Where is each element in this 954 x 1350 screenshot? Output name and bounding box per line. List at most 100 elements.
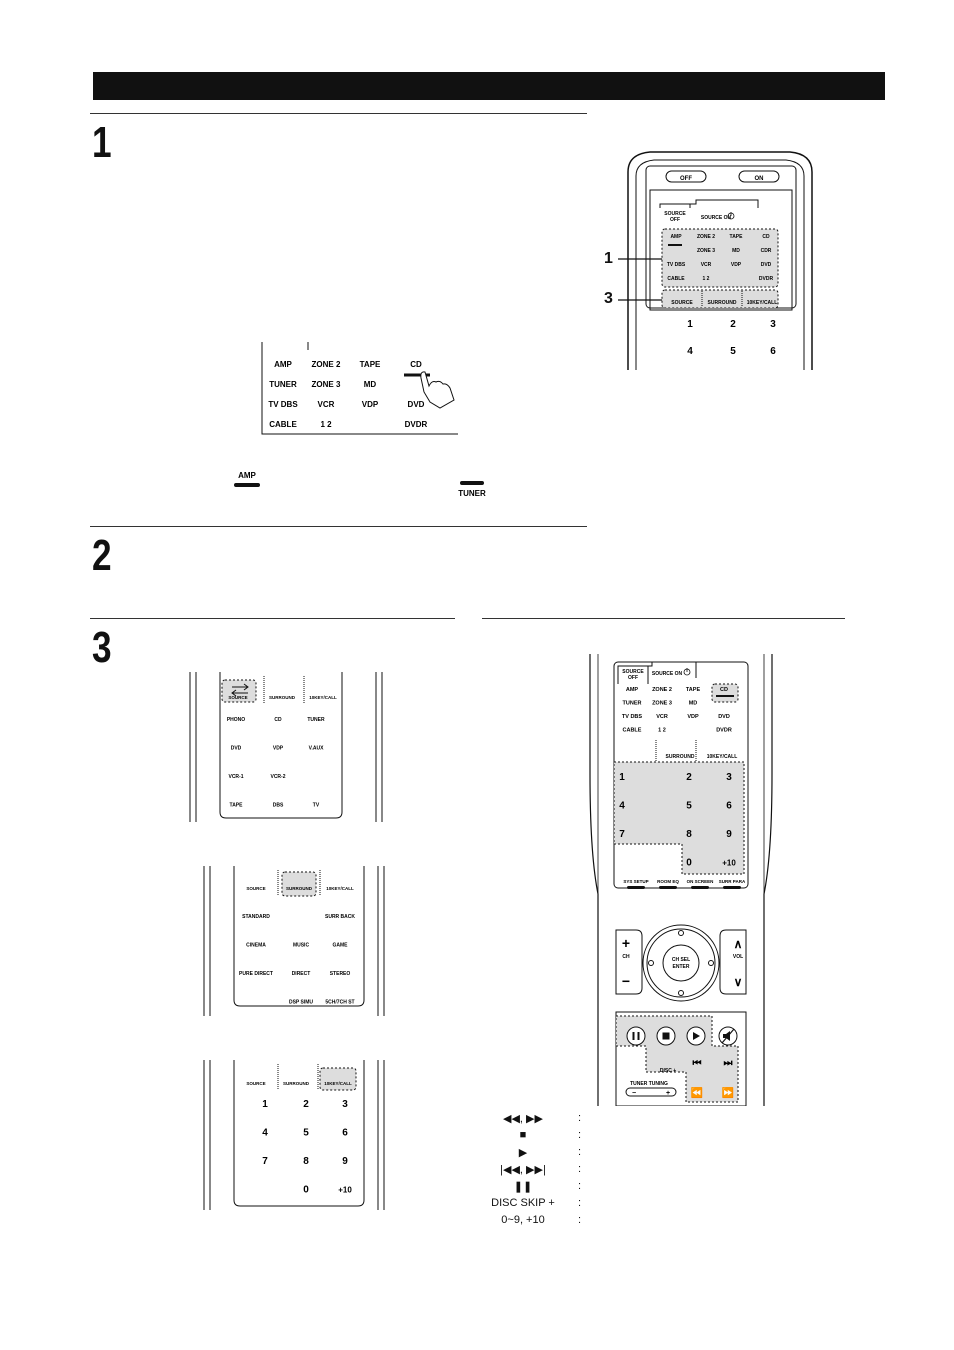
zoom-grid-key-2-0[interactable]: TV DBS: [268, 400, 298, 409]
main-grid-key-3-3[interactable]: DVDR: [759, 276, 774, 282]
cd-num-1-1[interactable]: 5: [686, 801, 692, 812]
zoom-grid-key-3-3[interactable]: DVDR: [405, 420, 428, 429]
source-key-1-0[interactable]: DVD: [231, 746, 242, 752]
up-arrow-icon[interactable]: [678, 930, 684, 936]
ch-minus-icon[interactable]: −: [622, 973, 630, 989]
source-key-3-1[interactable]: DBS: [273, 803, 284, 809]
source-key-2-0[interactable]: VCR-1: [228, 774, 243, 780]
zoom-grid-key-1-2[interactable]: MD: [364, 380, 377, 389]
stop-button[interactable]: [656, 1026, 676, 1046]
tenkey-key-1-1[interactable]: 5: [303, 1128, 309, 1139]
cd-grid-key-0-1[interactable]: ZONE 2: [652, 687, 672, 693]
vol-up-icon[interactable]: ∧: [734, 937, 743, 951]
main-grid-key-0-0[interactable]: AMP: [670, 234, 682, 240]
cd-num-2-1[interactable]: 8: [686, 829, 692, 840]
cd-num-2-2[interactable]: 9: [726, 829, 732, 840]
cd-tab-source-off[interactable]: SOURCE: [622, 669, 644, 675]
tenkey-key-0-0[interactable]: 1: [262, 1099, 268, 1110]
cd-grid-key-0-3[interactable]: CD: [720, 687, 728, 693]
left-arrow-icon[interactable]: [648, 960, 654, 966]
fast-forward-icon[interactable]: ⏩: [722, 1086, 734, 1099]
ch-plus-icon[interactable]: +: [622, 935, 630, 951]
main-grid-key-0-1[interactable]: ZONE 2: [697, 234, 715, 240]
cd-num-0-1[interactable]: 2: [686, 772, 692, 783]
cd-num-3-1[interactable]: 0: [686, 858, 692, 869]
surround-key-0-2[interactable]: SURR BACK: [325, 914, 355, 920]
cd-softkey-surround[interactable]: SURROUND: [666, 754, 695, 760]
source-top-surround[interactable]: SURROUND: [269, 695, 296, 700]
on-button[interactable]: [738, 170, 780, 183]
tenkey-key-2-2[interactable]: 9: [342, 1156, 348, 1167]
cd-num-1-2[interactable]: 6: [726, 801, 732, 812]
function-key-button-1[interactable]: [659, 886, 677, 889]
cd-num-1-0[interactable]: 4: [619, 801, 625, 812]
zoom-grid-key-3-0[interactable]: CABLE: [269, 420, 297, 429]
main-grid-key-0-3[interactable]: CD: [762, 234, 770, 240]
softkey-surround[interactable]: SURROUND: [708, 300, 737, 306]
main-grid-key-2-1[interactable]: VCR: [701, 262, 712, 268]
tenkey-key-1-0[interactable]: 4: [262, 1128, 268, 1139]
tenkey-top-10key[interactable]: 10KEY/CALL: [324, 1081, 352, 1086]
main-grid-key-2-0[interactable]: TV DBS: [667, 262, 686, 268]
right-arrow-icon[interactable]: [708, 960, 714, 966]
surround-top-surround[interactable]: SURROUND: [286, 886, 313, 891]
tab-source-off[interactable]: SOURCE: [664, 211, 686, 217]
cd-grid-key-3-3[interactable]: DVDR: [716, 728, 732, 734]
source-key-0-2[interactable]: TUNER: [307, 717, 325, 723]
direction-ring[interactable]: [642, 924, 720, 1002]
softkey-10key[interactable]: 10KEY/CALL: [747, 300, 778, 306]
cd-grid-key-1-2[interactable]: MD: [689, 701, 698, 707]
source-key-0-1[interactable]: CD: [274, 717, 282, 723]
tenkey-key-3-2[interactable]: +10: [338, 1186, 352, 1195]
cd-grid-key-2-2[interactable]: VDP: [687, 714, 699, 720]
main-num-2[interactable]: 2: [730, 319, 736, 330]
surround-key-1-0[interactable]: CINEMA: [246, 943, 266, 949]
function-key-button-3[interactable]: [723, 886, 741, 889]
zoom-grid-key-2-1[interactable]: VCR: [318, 400, 335, 409]
rewind-icon[interactable]: ⏪: [691, 1086, 703, 1099]
main-grid-key-1-3[interactable]: CDR: [761, 248, 772, 254]
zoom-grid-key-2-2[interactable]: VDP: [362, 400, 379, 409]
down-arrow-icon[interactable]: [678, 990, 684, 996]
source-key-1-2[interactable]: V.AUX: [309, 746, 324, 752]
surround-key-3-2[interactable]: 5CH/7CH ST: [325, 1000, 354, 1006]
off-button[interactable]: [665, 170, 707, 183]
cd-num-0-2[interactable]: 3: [726, 772, 732, 783]
source-key-2-1[interactable]: VCR-2: [270, 774, 285, 780]
tenkey-key-0-2[interactable]: 3: [342, 1099, 348, 1110]
cd-grid-key-2-1[interactable]: VCR: [656, 714, 668, 720]
surround-key-1-1[interactable]: MUSIC: [293, 943, 310, 949]
source-key-3-0[interactable]: TAPE: [230, 803, 244, 809]
enter-button[interactable]: [662, 944, 700, 982]
tenkey-key-1-2[interactable]: 6: [342, 1128, 348, 1139]
surround-key-3-1[interactable]: DSP SIMU: [289, 1000, 313, 1006]
function-key-button-0[interactable]: [627, 886, 645, 889]
main-num-5[interactable]: 5: [730, 346, 736, 357]
play-button[interactable]: [686, 1026, 706, 1046]
cd-num-2-0[interactable]: 7: [619, 829, 625, 840]
tab-source-on[interactable]: SOURCE ON: [701, 215, 732, 221]
surround-key-0-0[interactable]: STANDARD: [242, 914, 270, 920]
main-grid-key-3-1[interactable]: 1 2: [703, 276, 710, 282]
tenkey-key-0-1[interactable]: 2: [303, 1099, 309, 1110]
zoom-grid-key-0-3[interactable]: CD: [410, 360, 422, 369]
zoom-grid-key-1-1[interactable]: ZONE 3: [312, 380, 341, 389]
source-key-0-0[interactable]: PHONO: [227, 717, 245, 723]
zoom-grid-key-1-0[interactable]: TUNER: [269, 380, 297, 389]
cd-grid-key-2-3[interactable]: DVD: [718, 714, 730, 720]
cd-grid-key-0-2[interactable]: TAPE: [686, 687, 701, 693]
main-grid-key-2-3[interactable]: DVD: [761, 262, 772, 268]
surround-top-source[interactable]: SOURCE: [246, 886, 265, 891]
pause-button[interactable]: [626, 1026, 646, 1046]
tenkey-top-surround[interactable]: SURROUND: [283, 1081, 310, 1086]
source-top-10key[interactable]: 10KEY/CALL: [309, 695, 337, 700]
main-num-3[interactable]: 3: [770, 319, 776, 330]
main-num-1[interactable]: 1: [687, 319, 693, 330]
cd-grid-key-1-0[interactable]: TUNER: [623, 701, 642, 707]
cd-grid-key-2-0[interactable]: TV DBS: [622, 714, 643, 720]
zoom-grid-key-0-1[interactable]: ZONE 2: [312, 360, 341, 369]
tenkey-top-source[interactable]: SOURCE: [246, 1081, 265, 1086]
main-grid-key-1-2[interactable]: MD: [732, 248, 740, 254]
main-num-4[interactable]: 4: [687, 346, 693, 357]
zoom-grid-key-0-0[interactable]: AMP: [274, 360, 292, 369]
